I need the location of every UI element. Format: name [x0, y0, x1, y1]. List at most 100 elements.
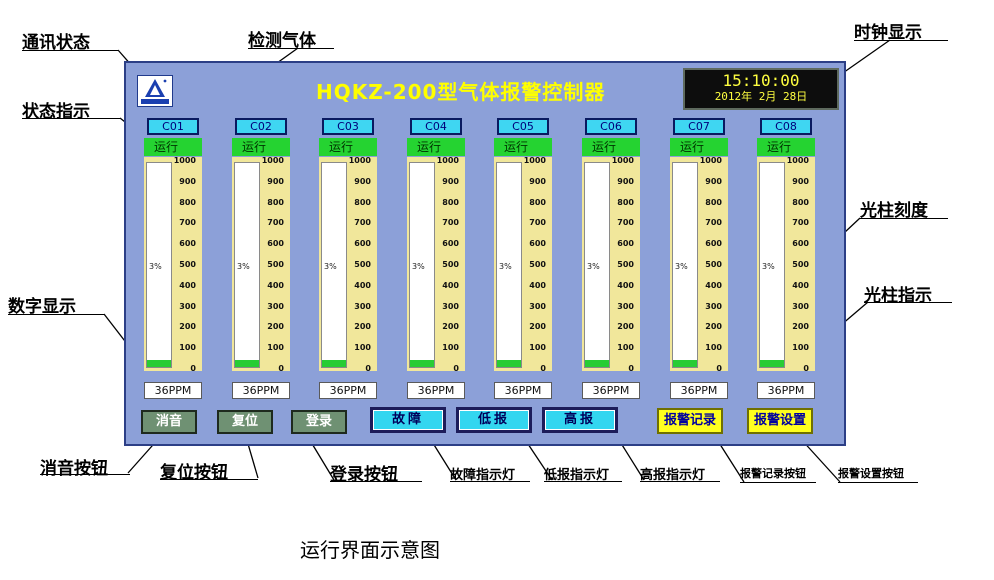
scale-tick-label: 500 — [442, 260, 459, 269]
scale-tick-label: 600 — [267, 239, 284, 249]
annotation-underline — [854, 40, 948, 41]
scale-tick-label: 600 — [442, 239, 459, 249]
scale-tick-label: 100 — [792, 343, 809, 353]
scale-tick-label: 700 — [179, 218, 196, 228]
bar-percent-text: 3% — [587, 262, 600, 271]
scale-tick-label: 700 — [617, 218, 634, 228]
high-alarm-indicator-label: 高报 — [545, 410, 615, 430]
scale-tick-label: 900 — [529, 176, 546, 186]
scale-tick-label: 700 — [705, 218, 722, 228]
scale-tick-label: 900 — [267, 176, 284, 186]
scale-tick-label: 400 — [442, 280, 459, 290]
bar-tube — [409, 162, 435, 368]
clock-display: 15:10:00 2012年 2月 28日 — [683, 68, 839, 110]
annotation-underline — [640, 481, 720, 482]
channel-status-indicator: 运行 — [144, 138, 202, 156]
scale-tick-label: 800 — [529, 197, 546, 207]
channel-status-indicator: 运行 — [670, 138, 728, 156]
scale-tick-label: 200 — [354, 322, 371, 332]
gas-channel-label: C05 — [497, 118, 549, 135]
scale-tick-label: 300 — [617, 301, 634, 311]
gas-channel-label: C02 — [235, 118, 287, 135]
scale-tick-label: 200 — [267, 322, 284, 332]
bar-tube — [146, 162, 172, 368]
scale-tick-label: 100 — [179, 343, 196, 353]
scale-tick-label: 600 — [529, 239, 546, 249]
scale-tick-label: 100 — [529, 343, 546, 353]
low-alarm-indicator-light: 低报 — [456, 407, 532, 433]
scale-tick-label: 300 — [179, 301, 196, 311]
bar-level-fill — [410, 359, 434, 367]
channel-status-indicator: 运行 — [494, 138, 552, 156]
reset-button[interactable]: 复位 — [217, 410, 273, 434]
scale-tick-label: 900 — [179, 176, 196, 186]
bar-percent-text: 3% — [762, 262, 775, 271]
scale-tick-label: 200 — [617, 322, 634, 332]
annotation-status-indicator: 状态指示 — [22, 102, 90, 122]
annotation-underline — [740, 482, 816, 483]
scale-tick-label: 1000 — [348, 156, 371, 165]
low-alarm-indicator-label: 低报 — [459, 410, 529, 430]
scale-tick-label: 900 — [617, 176, 634, 186]
scale-tick-label: 600 — [792, 239, 809, 249]
annotation-underline — [8, 314, 104, 315]
scale-tick-label: 800 — [179, 197, 196, 207]
scale-tick-label: 1000 — [611, 156, 634, 165]
scale-tick-label: 1000 — [523, 156, 546, 165]
scale-tick-label: 500 — [529, 260, 546, 269]
scale-tick-label: 700 — [529, 218, 546, 228]
channel-status-indicator: 运行 — [757, 138, 815, 156]
annotation-reset-button: 复位按钮 — [160, 463, 228, 483]
bar-level-fill — [760, 359, 784, 367]
scale-tick-label: 100 — [617, 343, 634, 353]
scale-tick-label: 0 — [803, 364, 809, 373]
channel-digital-value: 36PPM — [232, 382, 290, 399]
panel-title: HQKZ-200型气体报警控制器 — [316, 80, 606, 104]
bar-level-fill — [235, 359, 259, 367]
scale-tick-label: 0 — [716, 364, 722, 373]
scale-tick-label: 500 — [792, 260, 809, 269]
annotation-low-alarm-light: 低报指示灯 — [544, 468, 610, 483]
bar-percent-text: 3% — [412, 262, 425, 271]
annotation-underline — [40, 474, 130, 475]
annotation-login-button: 登录按钮 — [330, 465, 398, 485]
annotation-bar-scale: 光柱刻度 — [860, 201, 928, 221]
annotation-digital-display: 数字显示 — [8, 297, 76, 317]
scale-tick-label: 300 — [792, 301, 809, 311]
scale-tick-label: 700 — [442, 218, 459, 228]
alarm-settings-button[interactable]: 报警设置 — [747, 408, 813, 434]
bar-level-fill — [585, 359, 609, 367]
scale-tick-label: 1000 — [173, 156, 196, 165]
annotation-alarm-settings-button: 报警设置按钮 — [838, 467, 904, 480]
bar-percent-text: 3% — [149, 262, 162, 271]
scale-tick-label: 600 — [705, 239, 722, 249]
bar-level-fill — [147, 359, 171, 367]
annotation-comm-status: 通讯状态 — [22, 33, 90, 53]
login-button[interactable]: 登录 — [291, 410, 347, 434]
bar-percent-text: 3% — [324, 262, 337, 271]
clock-time: 15:10:00 — [722, 71, 800, 90]
annotation-underline — [22, 118, 120, 119]
scale-tick-label: 200 — [792, 322, 809, 332]
fault-indicator-label: 故障 — [373, 410, 443, 430]
bar-tube — [321, 162, 347, 368]
scale-tick-label: 0 — [278, 364, 284, 373]
alarm-record-button[interactable]: 报警记录 — [657, 408, 723, 434]
mute-button[interactable]: 消音 — [141, 410, 197, 434]
scale-tick-label: 300 — [529, 301, 546, 311]
bar-percent-text: 3% — [675, 262, 688, 271]
annotation-clock-display: 时钟显示 — [854, 23, 922, 43]
annotation-underline — [864, 302, 952, 303]
scale-tick-label: 100 — [354, 343, 371, 353]
scale-tick-label: 700 — [267, 218, 284, 228]
gas-channel-label: C01 — [147, 118, 199, 135]
comm-status-logo-icon — [137, 75, 173, 107]
scale-tick-label: 400 — [267, 280, 284, 290]
scale-tick-label: 1000 — [699, 156, 722, 165]
channel-digital-value: 36PPM — [757, 382, 815, 399]
